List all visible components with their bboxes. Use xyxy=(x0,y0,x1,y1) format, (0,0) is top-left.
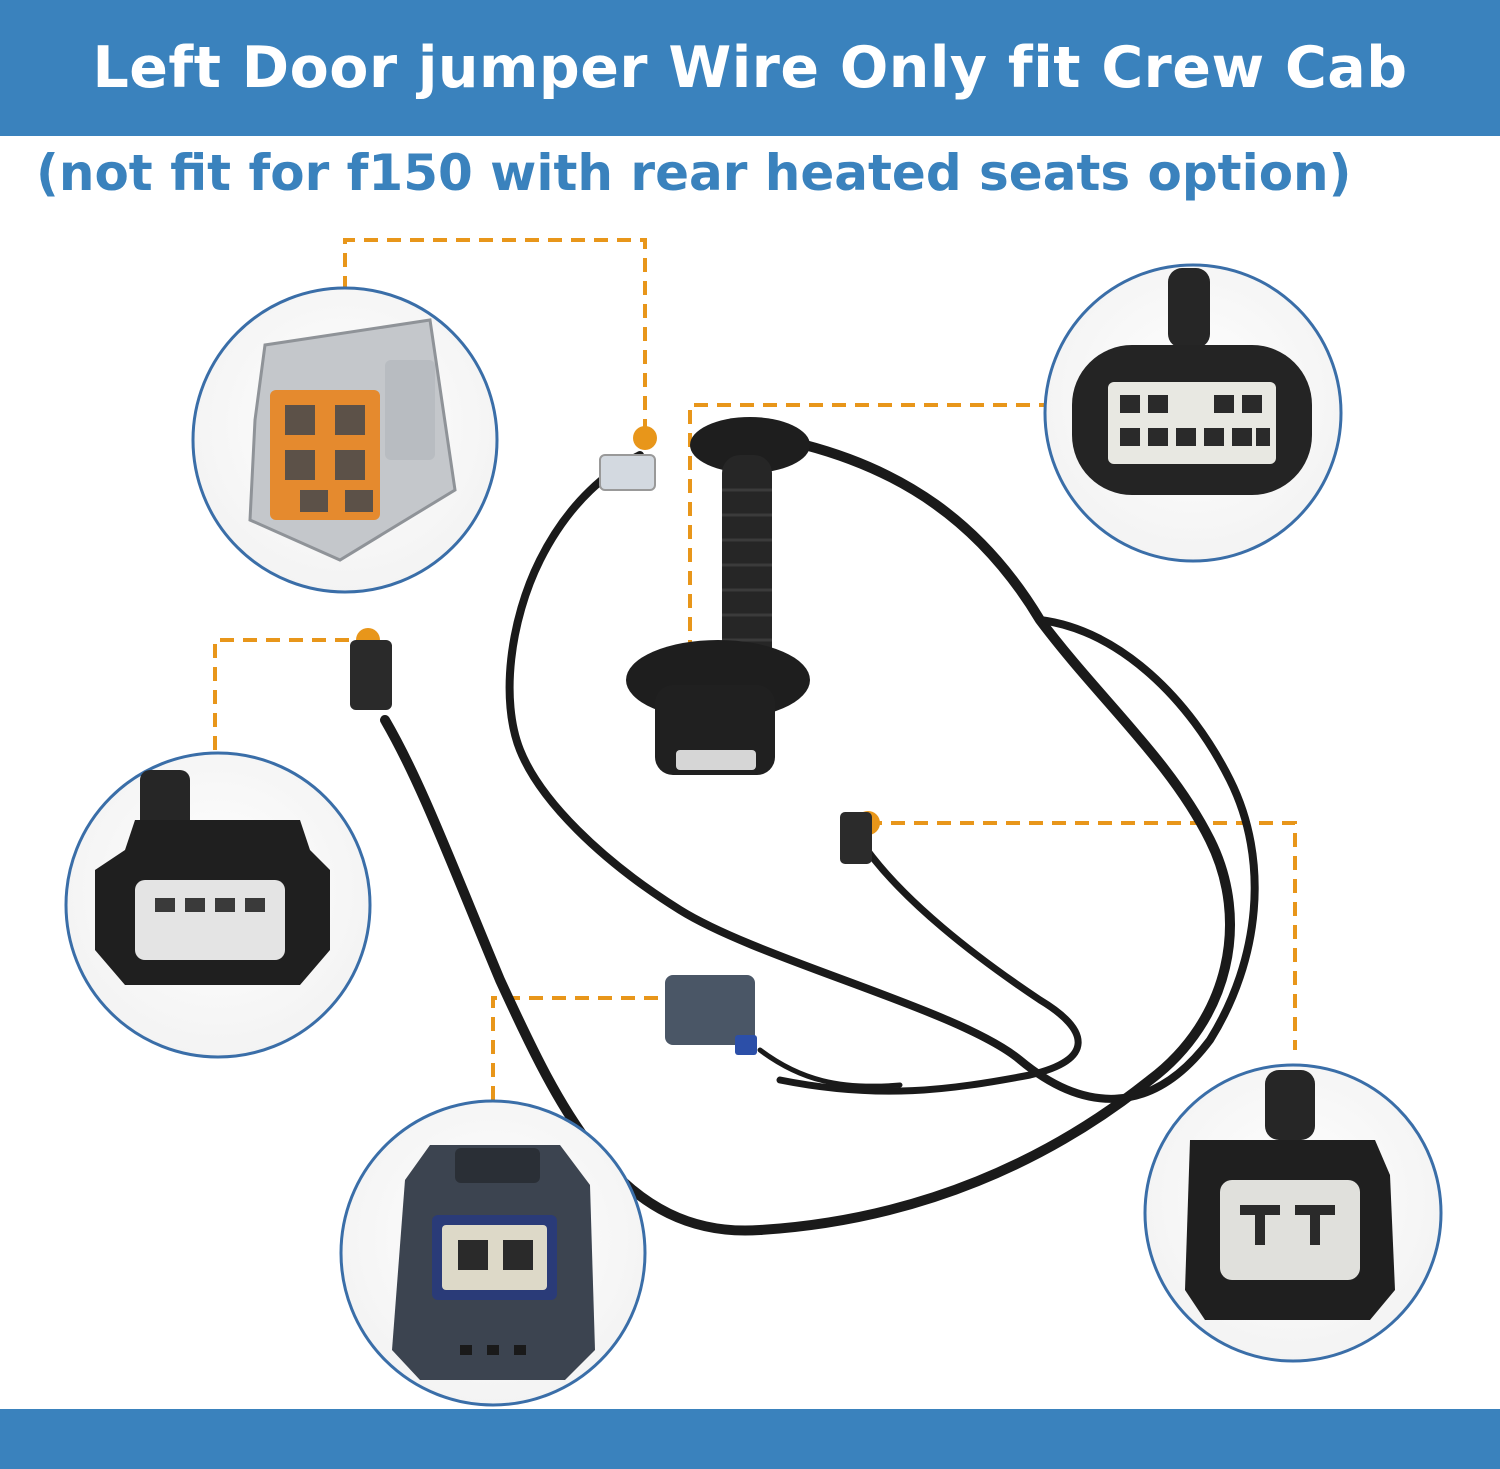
page-title: Left Door jumper Wire Only fit Crew Cab xyxy=(92,35,1408,101)
wire-harness xyxy=(380,440,1259,1236)
harness-connectors xyxy=(350,454,872,1055)
grommet xyxy=(626,417,810,775)
callout-lines xyxy=(213,238,1297,1100)
gray-2pin-connector-icon xyxy=(339,1099,647,1407)
small-2pin-connector-icon xyxy=(1143,1063,1443,1363)
top-banner: Left Door jumper Wire Only fit Crew Cab xyxy=(0,0,1500,136)
black-4pin-connector-icon xyxy=(64,751,372,1059)
gray-orange-8pin-connector-icon xyxy=(191,286,499,594)
large-10pin-connector-icon xyxy=(1043,263,1343,563)
page-subtitle: (not fit for f150 with rear heated seats… xyxy=(36,144,1352,202)
bottom-bar xyxy=(0,1409,1500,1469)
